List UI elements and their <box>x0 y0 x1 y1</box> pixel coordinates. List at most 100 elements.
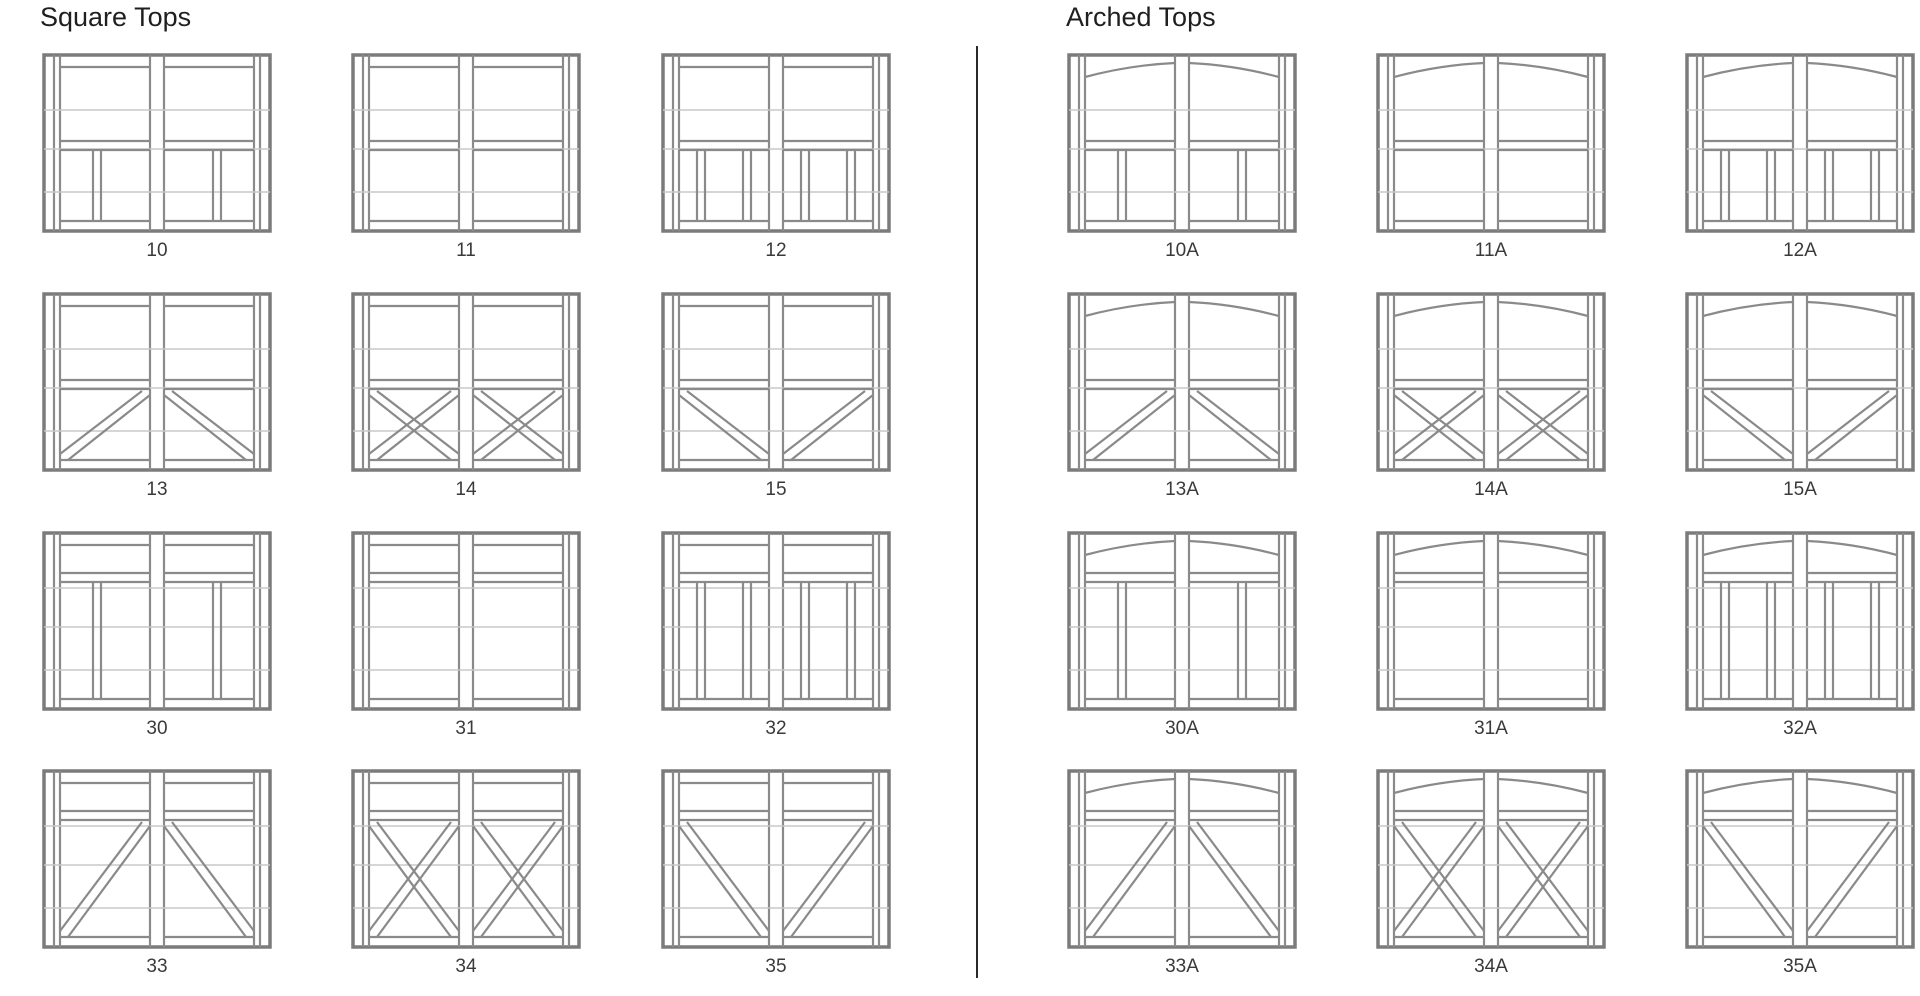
door-model-label: 15 <box>765 479 787 500</box>
door-style-34A: 34A <box>1375 768 1607 990</box>
brace-line <box>686 821 770 932</box>
brace-line <box>1084 821 1168 932</box>
brace-line <box>1505 390 1589 455</box>
brace-line <box>782 390 866 455</box>
door-style-10: 10 <box>41 52 273 274</box>
brace-line <box>368 390 452 455</box>
door-drawing <box>1685 769 1915 949</box>
door-drawing <box>1067 769 1297 949</box>
door-style-30A: 30A <box>1066 530 1298 752</box>
arched-top-rail <box>1188 300 1280 318</box>
brace-line <box>1505 394 1589 461</box>
brace-line <box>171 390 255 455</box>
door-style-35: 35 <box>660 768 892 990</box>
door-drawing <box>661 769 891 949</box>
door-drawing <box>351 292 581 472</box>
door-frame <box>42 769 272 949</box>
brace-line <box>376 390 460 455</box>
door-style-12A: 12A <box>1684 52 1916 274</box>
door-drawing <box>661 292 891 472</box>
door-drawing <box>1685 531 1915 711</box>
door-frame <box>1067 531 1297 711</box>
brace-line <box>1393 390 1477 455</box>
door-frame <box>1067 53 1297 233</box>
door-style-11: 11 <box>350 52 582 274</box>
door-style-13A: 13A <box>1066 291 1298 513</box>
arched-top-rail <box>1497 539 1589 557</box>
door-style-32A: 32A <box>1684 530 1916 752</box>
door-frame <box>1067 769 1297 949</box>
arched-top-rail <box>1188 777 1280 795</box>
door-drawing <box>1376 53 1606 233</box>
brace-line <box>1393 825 1477 938</box>
door-style-35A: 35A <box>1684 768 1916 990</box>
door-drawing <box>42 769 272 949</box>
door-drawing <box>1685 292 1915 472</box>
brace-line <box>1497 394 1581 461</box>
door-frame <box>1685 769 1915 949</box>
arched-top-rail <box>1497 777 1589 795</box>
door-model-label: 14A <box>1474 479 1508 500</box>
door-model-label: 13 <box>146 479 168 500</box>
door-frame <box>1376 292 1606 472</box>
door-drawing <box>351 53 581 233</box>
door-drawing <box>1376 531 1606 711</box>
door-frame <box>42 53 272 233</box>
door-style-10A: 10A <box>1066 52 1298 274</box>
brace-line <box>1710 390 1794 455</box>
door-style-15: 15 <box>660 291 892 513</box>
square-tops-heading: Square Tops <box>40 2 192 32</box>
door-drawing <box>42 292 272 472</box>
door-frame <box>661 531 891 711</box>
door-frame <box>1067 292 1297 472</box>
brace-line <box>1710 821 1794 932</box>
door-model-label: 10 <box>146 240 168 261</box>
door-drawing <box>1376 769 1606 949</box>
door-drawing <box>1685 53 1915 233</box>
brace-line <box>1497 821 1581 932</box>
brace-line <box>480 390 564 455</box>
door-drawing <box>1067 531 1297 711</box>
door-drawing <box>661 531 891 711</box>
arched-top-rail <box>1393 300 1485 318</box>
door-frame <box>351 769 581 949</box>
door-model-label: 12 <box>765 240 787 261</box>
arched-top-rail <box>1393 61 1485 79</box>
brace-line <box>480 825 564 938</box>
door-style-12: 12 <box>660 52 892 274</box>
brace-line <box>678 394 762 461</box>
arched-tops-heading: Arched Tops <box>1066 2 1216 32</box>
door-model-label: 11A <box>1474 240 1508 261</box>
door-model-label: 34A <box>1474 956 1508 977</box>
door-drawing <box>351 531 581 711</box>
door-frame <box>1376 53 1606 233</box>
arched-top-rail <box>1084 539 1176 557</box>
door-frame <box>351 531 581 711</box>
brace-line <box>1814 825 1898 938</box>
brace-line <box>472 825 556 938</box>
brace-line <box>1092 394 1176 461</box>
door-model-label: 31 <box>455 718 477 739</box>
door-frame <box>351 292 581 472</box>
brace-line <box>1806 821 1890 932</box>
brace-line <box>163 825 247 938</box>
brace-line <box>1084 390 1168 455</box>
arched-top-rail <box>1702 300 1794 318</box>
brace-line <box>1393 821 1477 932</box>
brace-line <box>686 390 770 455</box>
brace-line <box>67 394 151 461</box>
brace-line <box>790 825 874 938</box>
door-style-13: 13 <box>41 291 273 513</box>
brace-line <box>1702 394 1786 461</box>
brace-line <box>1806 390 1890 455</box>
brace-line <box>1401 825 1485 938</box>
brace-line <box>59 390 143 455</box>
door-style-14A: 14A <box>1375 291 1607 513</box>
arched-top-rail <box>1188 61 1280 79</box>
door-frame <box>1685 531 1915 711</box>
brace-line <box>376 394 460 461</box>
brace-line <box>1196 390 1280 455</box>
brace-line <box>1401 394 1485 461</box>
door-style-31A: 31A <box>1375 530 1607 752</box>
brace-line <box>1702 825 1786 938</box>
